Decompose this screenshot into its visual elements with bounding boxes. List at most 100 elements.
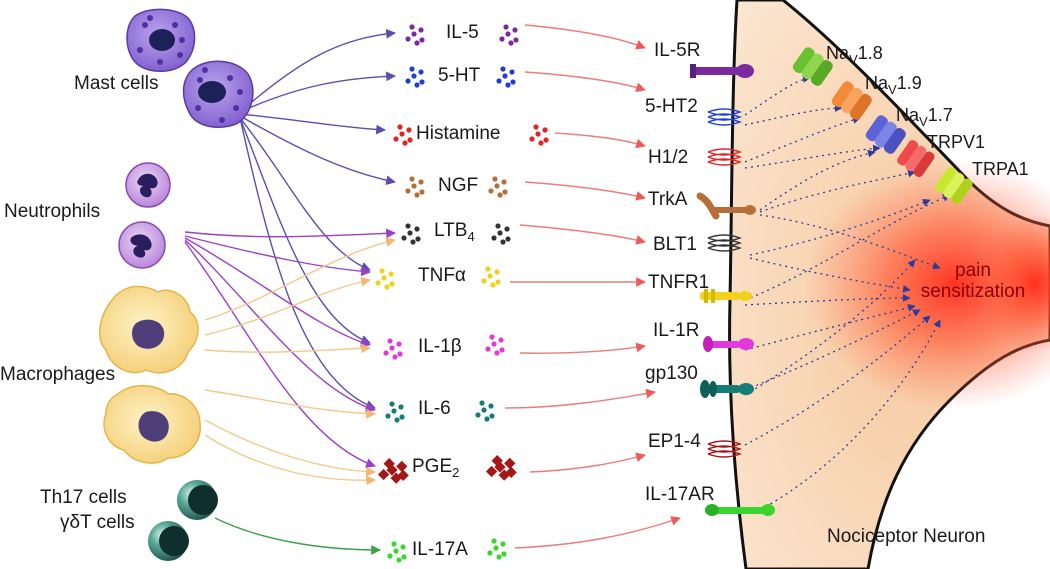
tnfa-particle (490, 282, 496, 288)
il6-particle (399, 414, 405, 420)
pge2-particle (504, 457, 516, 470)
arrow-macro-pge2 (204, 419, 376, 477)
histamine-particle (543, 137, 549, 143)
ltb4-particle (495, 223, 501, 229)
il6-particle (391, 408, 397, 414)
nav17-number: 1.7 (927, 105, 953, 125)
il1b-label: IL-1β (418, 336, 462, 357)
mast-cells-label: Mast cells (74, 73, 159, 94)
blt1-receptor (707, 234, 742, 252)
il1b-particle (396, 341, 402, 347)
il5-particle (508, 40, 514, 46)
nav19-channel (831, 81, 872, 120)
ltb4-particle (401, 235, 407, 241)
macrophages-label: Macrophages (0, 364, 116, 385)
il5-particle (418, 27, 424, 33)
h12-receptor (707, 148, 742, 166)
pge2-particle (485, 465, 498, 478)
macrophage-nucleus (138, 411, 169, 442)
pge2-particle (390, 472, 402, 484)
arrow-5ht-5ht2 (524, 71, 646, 92)
pge2-particle (396, 460, 408, 473)
trka-receptor (696, 192, 756, 220)
gp130-receptor (700, 380, 754, 398)
il17a-particle (487, 550, 493, 556)
arrow-mast-il6 (239, 117, 376, 410)
th17-cells-label: Th17 cells (40, 487, 127, 508)
trpv1-label: TRPV1 (927, 132, 986, 152)
il1b-particle (489, 334, 495, 340)
arrow-neut-tnfa (184, 235, 371, 277)
il1r-label: IL-1R (653, 320, 700, 341)
il5-particle (505, 31, 511, 37)
arrow-mast-il5 (239, 28, 396, 113)
tnfa-particle (388, 271, 394, 277)
tnfa-particle (487, 273, 493, 279)
tnfa-particle (485, 266, 491, 272)
ltb4-particle (491, 235, 497, 241)
arrow-macro-tnfa (204, 276, 371, 336)
ngf-label: NGF (438, 175, 479, 196)
5ht-label: 5-HT (438, 65, 481, 86)
ngf-particle (501, 179, 507, 185)
ltb4-particle (414, 226, 420, 232)
ltb4-label: LTB4 (434, 220, 475, 244)
il17ar-receptor (705, 504, 775, 516)
neutrophil-nucleus (137, 173, 158, 198)
nociceptor-neuron (728, 0, 1050, 569)
il1b-particle (389, 345, 395, 351)
ltb4-particle (410, 239, 416, 245)
tnfa-label: TNFα (418, 265, 466, 286)
histamine-particle (399, 131, 405, 137)
cell-to-mediator-arrows (184, 28, 396, 555)
pain-line-2: sensitization (920, 281, 1026, 302)
arrow-th17-il17a (214, 517, 381, 555)
nav18-main: Na (826, 43, 850, 63)
ltb4-particle (505, 236, 511, 242)
mast-cell-nucleus (149, 29, 175, 51)
il6-particle (398, 404, 404, 410)
h12-label: H1/2 (648, 147, 689, 168)
mast-granule (202, 67, 208, 73)
ngf-particle (411, 183, 417, 189)
pge2-particle (383, 458, 395, 470)
5ht-particle (510, 79, 516, 85)
arrow-mast-ngf (239, 115, 396, 186)
mediator-particles (375, 24, 549, 563)
il17a-particle (493, 545, 499, 551)
5ht2-label: 5-HT2 (645, 96, 698, 117)
nav18-channel (792, 47, 833, 86)
il1b-particle (397, 351, 403, 357)
pge2-particle (498, 469, 510, 481)
arrow-il17a-il17ar (514, 516, 681, 549)
il1b-particle (387, 338, 393, 344)
mast-granule (172, 22, 178, 28)
il17a-particle (396, 557, 402, 563)
arrow-neut-il6 (184, 239, 376, 413)
histamine-particle (542, 127, 548, 133)
neutrophil-group (118, 162, 171, 269)
histamine-particle (535, 131, 541, 137)
arrow-macro-pge2-b (204, 434, 376, 486)
arrow-ltb4-blt1 (519, 224, 646, 245)
il5-label: IL-5 (446, 22, 479, 43)
pain-glow (805, 160, 1050, 410)
il5-particle (512, 27, 518, 33)
il17a-particle (500, 541, 506, 547)
arrow-neut-il1b (184, 237, 371, 348)
il6-particle (488, 403, 494, 409)
pain-line-1: pain (955, 260, 991, 281)
il5r-label: IL-5R (654, 40, 701, 61)
5ht2-receptor (707, 108, 742, 126)
il17a-label: IL-17A (412, 539, 468, 560)
arrow-ngf-trka (524, 181, 646, 201)
mast-granule (179, 37, 185, 43)
ngf-particle (414, 192, 420, 198)
neutrophil-nucleus (130, 234, 152, 258)
ltb4-particle (504, 226, 510, 232)
ngf-particle (488, 188, 494, 194)
tnfa-particle (481, 278, 487, 284)
trpa1-label: TRPA1 (972, 159, 1029, 179)
